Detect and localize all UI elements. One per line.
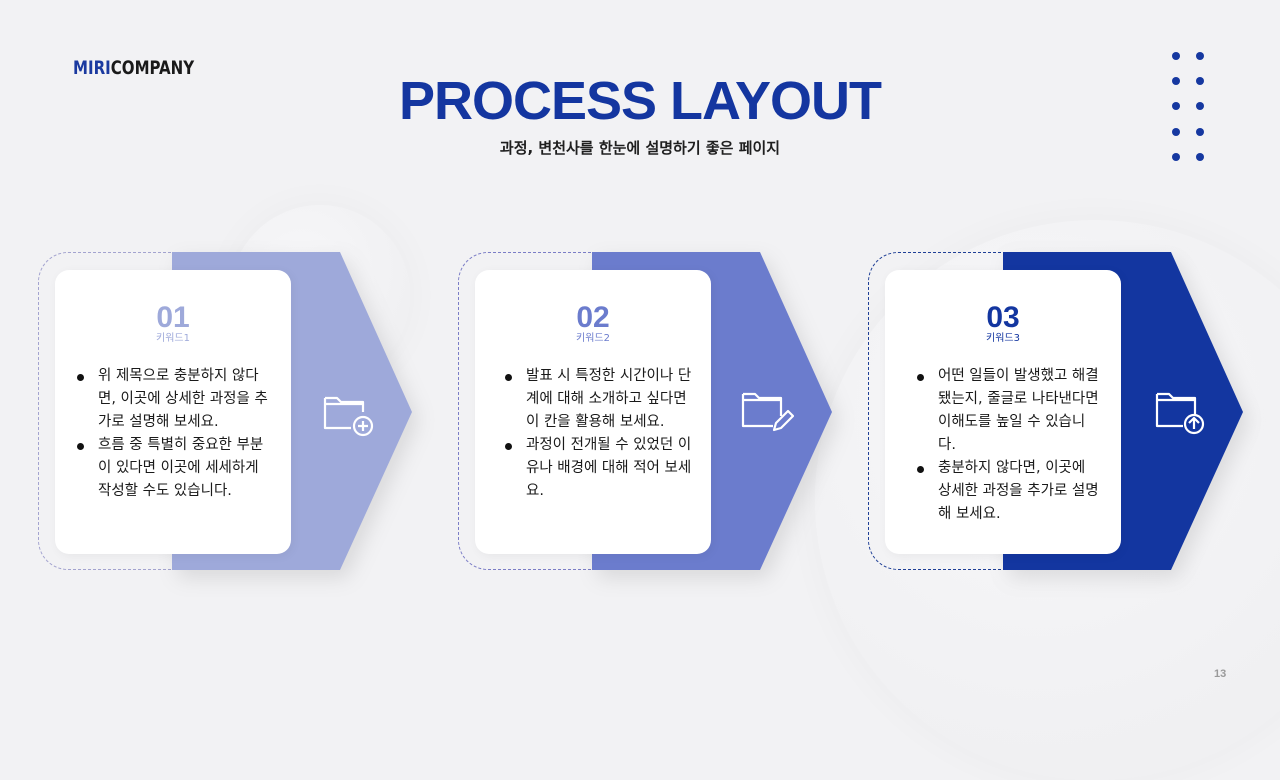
step-card: 02 키워드2 발표 시 특정한 시간이나 단계에 대해 소개하고 싶다면 이 …	[475, 270, 711, 554]
step-bullets: 위 제목으로 충분하지 않다면, 이곳에 상세한 과정을 추가로 설명해 보세요…	[55, 365, 291, 503]
bullet-item: 어떤 일들이 발생했고 해결됐는지, 줄글로 나타낸다면 이해도를 높일 수 있…	[917, 365, 1103, 457]
page-title: PROCESS LAYOUT	[398, 71, 882, 131]
step-number: 03	[986, 301, 1020, 334]
step-number: 01	[156, 301, 190, 334]
bullet-item: 위 제목으로 충분하지 않다면, 이곳에 상세한 과정을 추가로 설명해 보세요…	[77, 365, 273, 434]
process-step-2: 02 키워드2 발표 시 특정한 시간이나 단계에 대해 소개하고 싶다면 이 …	[458, 252, 838, 572]
dot-grid-decoration	[1172, 52, 1212, 162]
folder-edit-icon	[741, 392, 794, 432]
step-keyword: 키워드2	[576, 333, 610, 344]
bullet-item: 과정이 전개될 수 있었던 이유나 배경에 대해 적어 보세요.	[505, 434, 693, 503]
step-number: 02	[576, 301, 610, 334]
step-keyword: 키워드1	[156, 333, 190, 344]
company-logo: MIRICOMPANY	[73, 57, 195, 79]
step-card: 03 키워드3 어떤 일들이 발생했고 해결됐는지, 줄글로 나타낸다면 이해도…	[885, 270, 1121, 554]
bullet-item: 충분하지 않다면, 이곳에 상세한 과정을 추가로 설명해 보세요.	[917, 457, 1103, 526]
step-card: 01 키워드1 위 제목으로 충분하지 않다면, 이곳에 상세한 과정을 추가로…	[55, 270, 291, 554]
folder-upload-icon	[1155, 392, 1205, 435]
step-bullets: 발표 시 특정한 시간이나 단계에 대해 소개하고 싶다면 이 칸을 활용해 보…	[475, 365, 711, 503]
bullet-item: 흐름 중 특별히 중요한 부분이 있다면 이곳에 세세하게 작성할 수도 있습니…	[77, 434, 273, 503]
process-step-1: 01 키워드1 위 제목으로 충분하지 않다면, 이곳에 상세한 과정을 추가로…	[38, 252, 418, 572]
folder-add-icon	[323, 396, 374, 437]
page-number: 13	[1214, 668, 1227, 680]
step-keyword: 키워드3	[986, 333, 1020, 344]
process-step-3: 03 키워드3 어떤 일들이 발생했고 해결됐는지, 줄글로 나타낸다면 이해도…	[868, 252, 1248, 572]
step-bullets: 어떤 일들이 발생했고 해결됐는지, 줄글로 나타낸다면 이해도를 높일 수 있…	[885, 365, 1121, 526]
bullet-item: 발표 시 특정한 시간이나 단계에 대해 소개하고 싶다면 이 칸을 활용해 보…	[505, 365, 693, 434]
page-subtitle: 과정, 변천사를 한눈에 설명하기 좋은 페이지	[499, 139, 781, 157]
